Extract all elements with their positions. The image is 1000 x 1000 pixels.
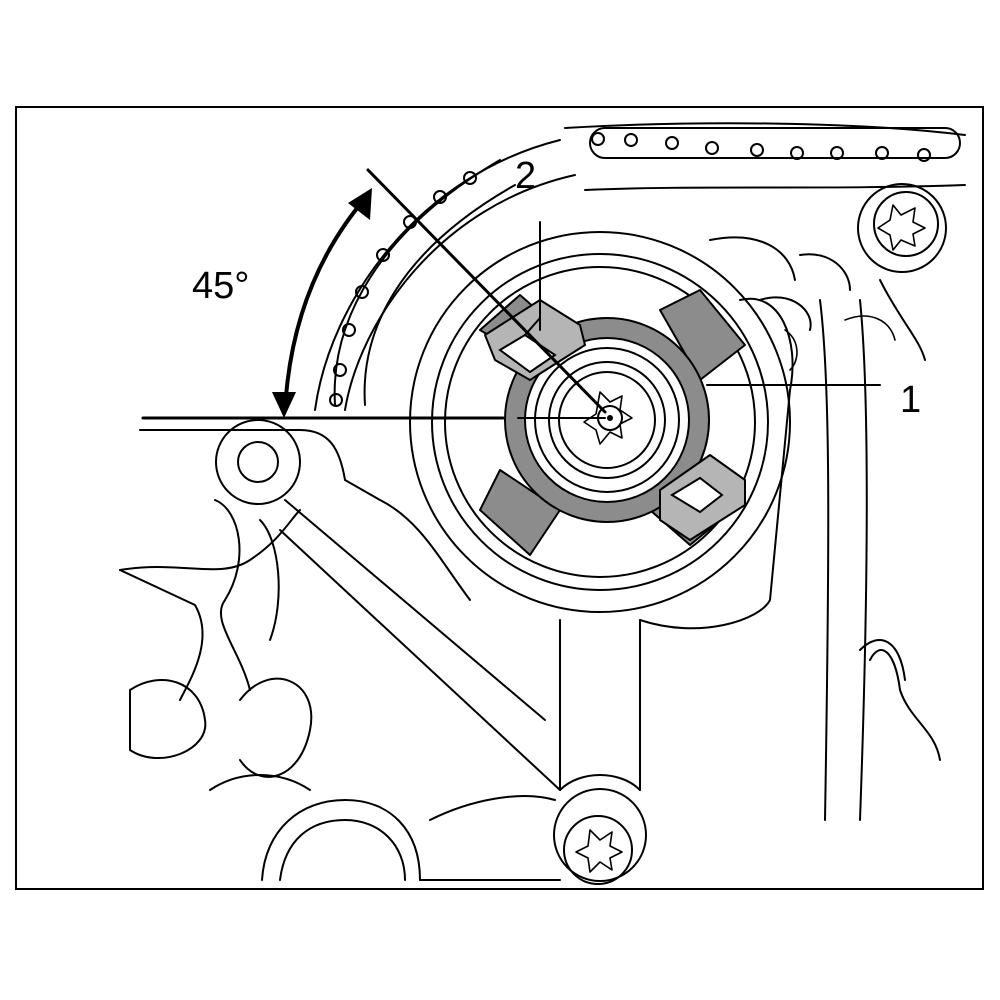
arrow-head-down (272, 392, 296, 418)
camshaft-housing (409, 231, 791, 613)
callout-2-label: 2 (515, 155, 536, 197)
engine-block-outline (119, 122, 966, 881)
torx-bolt-top-right (857, 183, 947, 273)
angle-arc (272, 188, 372, 418)
mounting-lug (215, 419, 301, 505)
callout-2: 2 (515, 155, 541, 331)
torx-bolt-bottom (553, 788, 647, 885)
diagram-frame (15, 106, 984, 890)
angle-label: 45° (192, 265, 249, 307)
locking-clamp-lower (659, 454, 746, 541)
arrow-head-up (348, 188, 372, 220)
callout-1-label: 1 (900, 379, 921, 421)
timing-chain (329, 127, 961, 407)
callout-1: 1 (706, 379, 921, 421)
reference-lines (141, 168, 607, 420)
